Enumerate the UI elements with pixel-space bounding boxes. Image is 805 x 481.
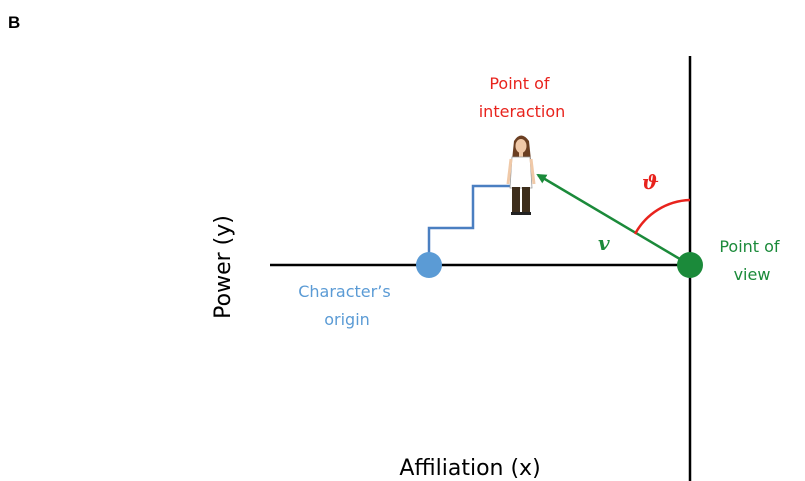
point-of-interaction-label: Point of interaction [479, 74, 566, 121]
point-of-view-dot [677, 252, 703, 278]
angle-symbol: ϑ [642, 170, 659, 194]
vector-symbol: v [598, 231, 610, 255]
view-vector-arrow [536, 173, 691, 267]
standing-woman-icon [506, 135, 536, 215]
character-origin-dot [416, 252, 442, 278]
character-origin-label: Character’s origin [298, 282, 396, 329]
movement-path [427, 184, 515, 265]
x-axis-title: Affiliation (x) [399, 456, 540, 481]
angle-arc [633, 198, 691, 235]
point-of-view-label: Point of view [719, 237, 784, 284]
y-axis-title: Power (y) [211, 215, 236, 319]
panel-label: B [8, 13, 20, 32]
